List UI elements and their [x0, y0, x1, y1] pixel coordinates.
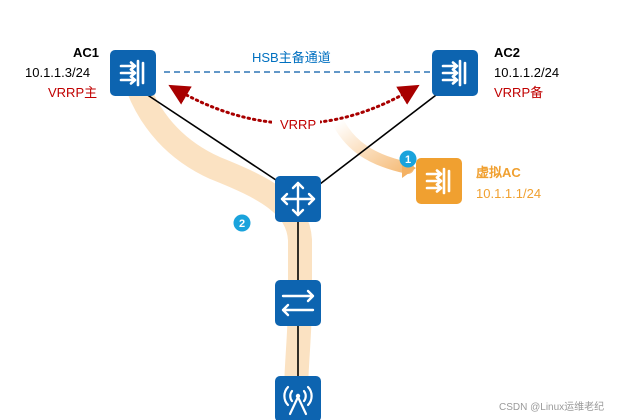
- ac2-icon[interactable]: [430, 48, 480, 98]
- ac1-role: VRRP主: [48, 85, 98, 100]
- step-badge-1: 1: [399, 150, 417, 168]
- ac2-name: AC2: [494, 45, 521, 60]
- ac1-ip: 10.1.1.3/24: [25, 65, 91, 80]
- ac1-name: AC1: [73, 45, 100, 60]
- wireless-ap-icon[interactable]: [275, 376, 321, 420]
- step-badge-2: 2: [233, 214, 251, 232]
- link-ac2-router: [319, 91, 441, 185]
- ac2-role: VRRP备: [494, 85, 544, 100]
- svg-text:2: 2: [239, 218, 245, 230]
- hsb-channel-label: HSB主备通道: [252, 50, 331, 65]
- virtual-ac-ip: 10.1.1.1/24: [476, 186, 542, 201]
- vrrp-label-backing: [272, 113, 320, 135]
- vrrp-heartbeat-arc: [168, 84, 420, 125]
- ac1-icon[interactable]: [108, 48, 158, 98]
- router-icon[interactable]: [275, 176, 321, 222]
- switch-icon[interactable]: [275, 280, 321, 326]
- virtual-ac-name: 虚拟AC: [476, 165, 521, 180]
- link-ac1-router: [139, 89, 283, 185]
- svg-text:1: 1: [405, 154, 411, 166]
- switchover-arrow: [332, 116, 414, 174]
- vrrp-label: VRRP: [280, 117, 317, 132]
- watermark: CSDN @Linux运维老纪: [499, 402, 605, 413]
- ac2-ip: 10.1.1.2/24: [494, 65, 560, 80]
- virtual-ac-icon: [414, 156, 464, 206]
